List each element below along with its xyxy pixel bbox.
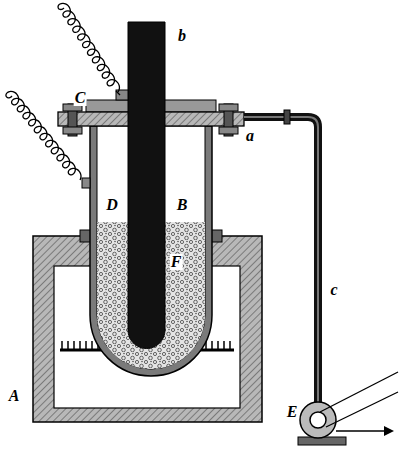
carbon-electrode <box>128 22 165 349</box>
bolt <box>219 104 238 136</box>
callout-letter: c <box>329 282 338 298</box>
callout-letter: C <box>74 90 87 106</box>
bolt <box>63 104 82 136</box>
callout-letter: F <box>170 254 183 270</box>
drive-belt <box>326 392 398 427</box>
callout-letter: E <box>286 404 299 420</box>
callout-letter: D <box>105 197 119 213</box>
pump-pulley <box>310 412 326 428</box>
callout-letter: B <box>176 197 189 213</box>
pipe-valve <box>284 110 290 124</box>
gas-pipe <box>244 117 318 404</box>
terminal-screw <box>82 178 90 188</box>
drive-belt <box>320 372 398 412</box>
callout-letter: b <box>177 28 187 44</box>
outlet-arrow <box>336 430 388 432</box>
callout-letter: a <box>245 128 255 144</box>
outlet-arrow <box>384 426 394 436</box>
pump-casing <box>300 402 336 438</box>
coiled-wires <box>6 3 120 180</box>
callout-letter: A <box>8 388 21 404</box>
gas-pipe <box>244 117 318 404</box>
